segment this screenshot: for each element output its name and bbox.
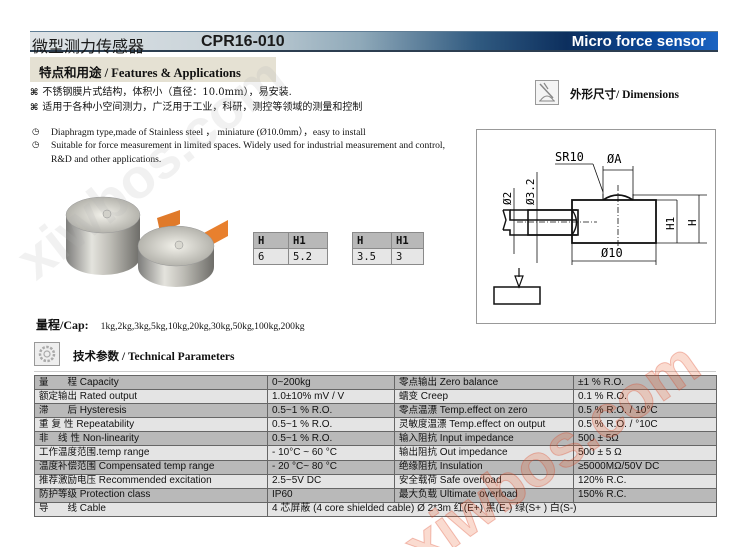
list-item: ⌘适用于各种小空间测力，广泛用于工业，科研，测控等领域的测量和控制 [30,101,363,113]
dim-label-phiA: ØA [607,152,622,166]
table-header: H [253,232,289,249]
table-row: 重 复 性 Repeatability 0.5~1 % R.O. 灵敏度温漂 T… [34,417,717,433]
param-label: 输入阻抗 Input impedance [394,431,574,447]
command-key-icon: ⌘ [30,102,39,113]
param-value: 0.1 % R.O. [573,389,717,405]
dimension-drawing: Ø2 Ø3.2 SR10 ØA Ø10 H1 H [476,129,716,324]
table-cell: 3.5 [352,248,392,265]
features-heading: 特点和用途 / Features & Applications [39,66,241,80]
param-label: 非 线 性 Non-linearity [34,431,268,447]
param-value: ≥5000MΩ/50V DC [573,459,717,475]
param-label: 导 线 Cable [34,501,268,517]
capacity-line: 量程/Cap: 1kg,2kg,3kg,5kg,10kg,20kg,30kg,5… [36,316,305,334]
table-cell: 6 [253,248,289,265]
table-row: 工作温度范围.temp range - 10°C ~ 60 °C 输出阻抗 Ou… [34,445,717,461]
param-value: 120% R.C. [573,473,717,489]
list-item: ◷Suitable for force measurement in limit… [32,140,445,152]
dim-label-phi2: Ø2 [501,192,514,205]
param-label: 重 复 性 Repeatability [34,417,268,433]
param-label: 零点输出 Zero balance [394,374,574,391]
param-label: 灵敏度温漂 Temp.effect on output [394,417,574,433]
param-label: 输出阻抗 Out impedance [394,445,574,461]
param-label: 蠕变 Creep [394,389,574,405]
gear-icon [34,342,60,366]
param-label: 量 程 Capacity [34,374,268,391]
features-heading-box: 特点和用途 / Features & Applications [30,57,276,82]
param-value: 2.5~5V DC [267,473,395,489]
param-value: 1.0±10% mV / V [267,389,395,405]
dim-label-h: H [686,219,699,226]
dim-label-sr10: SR10 [555,150,584,164]
list-item: ⌘不锈钢膜片式结构，体积小（直径：10.0mm），易安装. [30,87,292,98]
param-label: 零点温漂 Temp.effect on zero [394,403,574,419]
table-row: 防护等级 Protection class IP60 最大负载 Ultimate… [34,487,717,503]
param-value: 0.5~1 % R.O. [267,431,395,447]
dim-label-h1: H1 [664,217,677,230]
caliper-icon [535,80,559,105]
param-label: 防护等级 Protection class [34,487,268,503]
table-row: 推荐激励电压 Recommended excitation 2.5~5V DC … [34,473,717,489]
title-chinese: 微型测力传感器 [32,37,145,56]
table-row: 量 程 Capacity 0~200kg 零点输出 Zero balance ±… [34,374,717,391]
features-cn-list: ⌘不锈钢膜片式结构，体积小（直径：10.0mm），易安装. ⌘适用于各种小空间测… [30,86,362,115]
clock-icon: ◷ [32,140,40,151]
divider [34,371,716,372]
param-label: 最大负载 Ultimate overload [394,487,574,503]
features-en-list: ◷Diaphragm type,made of Stainless steel … [32,126,445,166]
table-row: 非 线 性 Non-linearity 0.5~1 % R.O. 输入阻抗 In… [34,431,717,447]
capacity-label: 量程/Cap: [36,318,89,332]
model-number: CPR16-010 [201,33,285,50]
table-row-cable: 导 线 Cable 4 芯屏蔽 (4 core shielded cable) … [34,501,717,517]
cable-value: 4 芯屏蔽 (4 core shielded cable) Ø 2*3m 红(E… [267,501,717,517]
table-header: H1 [391,232,424,249]
param-value: 150% R.C. [573,487,717,503]
param-value: - 10°C ~ 60 °C [267,445,395,461]
table-header: H1 [288,232,328,249]
param-value: 0.5 % R.O. / °10C [573,417,717,433]
param-label: 推荐激励电压 Recommended excitation [34,473,268,489]
list-item-continuation: R&D and other applications. [51,153,162,165]
table-row: 额定输出 Rated output 1.0±10% mV / V 蠕变 Cree… [34,389,717,405]
command-key-icon: ⌘ [30,88,39,98]
dim-label-phi10: Ø10 [601,246,623,260]
capacity-values: 1kg,2kg,3kg,5kg,10kg,20kg,30kg,50kg,100k… [100,321,305,332]
param-label: 滞 后 Hysteresis [34,403,268,419]
param-label: 安全载荷 Safe overload [394,473,574,489]
param-label: 绝缘阻抗 Insulation [394,459,574,475]
param-value: - 20 °C~ 80 °C [267,459,395,475]
dim-label-phi32: Ø3.2 [524,179,537,206]
table-row: 温度补偿范围 Compensated temp range - 20 °C~ 8… [34,459,717,475]
technical-parameters-heading: 技术参数 / Technical Parameters [73,351,235,363]
param-value: IP60 [267,487,395,503]
param-value: 0~200kg [267,374,395,391]
param-value: 500 ± 5 Ω [573,445,717,461]
table-header: H [352,232,392,249]
title-english: Micro force sensor [571,33,706,50]
param-label: 额定输出 Rated output [34,389,268,405]
list-item: ◷Diaphragm type,made of Stainless steel … [32,127,366,138]
parameters-table: 量 程 Capacity 0~200kg 零点输出 Zero balance ±… [34,374,717,517]
param-value: 0.5 % R.O. / 10°C [573,403,717,419]
param-value: 500 ± 5Ω [573,431,717,447]
param-label: 工作温度范围.temp range [34,445,268,461]
param-value: 0.5~1 % R.O. [267,403,395,419]
title-bar: 微型测力传感器 CPR16-010 Micro force sensor [30,31,718,56]
param-value: ±1 % R.O. [573,374,717,391]
table-cell: 5.2 [288,248,328,265]
clock-icon: ◷ [32,127,40,137]
param-value: 0.5~1 % R.O. [267,417,395,433]
param-label: 温度补偿范围 Compensated temp range [34,459,268,475]
dimensions-heading: 外形尺寸/ Dimensions [570,89,679,101]
table-row: 滞 后 Hysteresis 0.5~1 % R.O. 零点温漂 Temp.ef… [34,403,717,419]
table-cell: 3 [391,248,424,265]
product-photo [60,190,230,300]
